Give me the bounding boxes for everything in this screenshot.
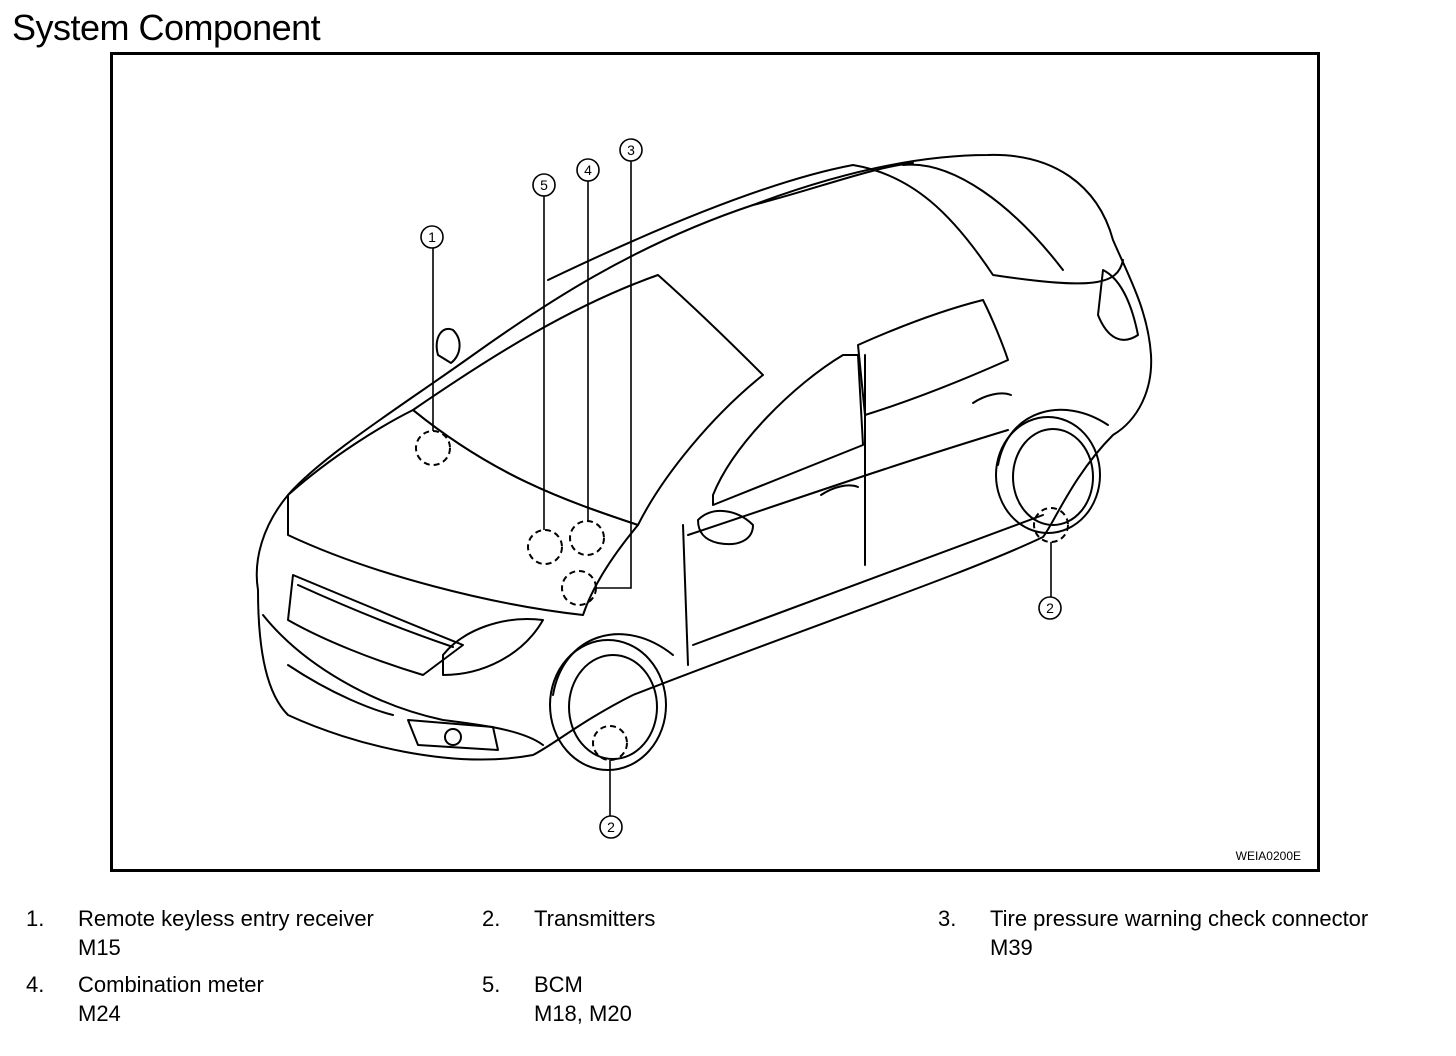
fog-lamp <box>407 719 499 751</box>
front-wheel <box>549 639 667 771</box>
leader-line-3 <box>596 161 632 589</box>
legend-connector: M18, M20 <box>534 1001 632 1026</box>
location-marker-4 <box>569 520 605 556</box>
callout-bubble-4 <box>576 158 600 182</box>
car-roof <box>547 164 1124 285</box>
callout-label-4: 4 <box>584 162 592 178</box>
figure-code: WEIA0200E <box>1235 849 1301 863</box>
callout-label-2-front: 2 <box>607 819 615 835</box>
legend-number: 5. <box>482 972 501 997</box>
door-handle-front <box>820 484 859 496</box>
callout-label-5: 5 <box>540 177 548 193</box>
location-marker-3 <box>561 570 597 606</box>
legend-connector: M15 <box>78 935 121 960</box>
legend-connector: M24 <box>78 1001 121 1026</box>
legend-number: 4. <box>26 972 45 997</box>
legend-name: Remote keyless entry receiver <box>78 906 374 931</box>
door-handle-rear <box>972 392 1012 404</box>
side-mirror-left <box>435 327 461 364</box>
legend-number: 2. <box>482 906 501 931</box>
callout-label-3: 3 <box>627 142 635 158</box>
hood <box>287 409 639 616</box>
legend-number: 3. <box>938 906 957 931</box>
rear-wheel <box>995 416 1101 534</box>
legend-connector: M39 <box>990 935 1033 960</box>
legend-name: BCM <box>534 972 583 997</box>
callout-label-2-rear: 2 <box>1046 600 1054 616</box>
grille <box>287 574 464 676</box>
location-marker-2-front <box>592 725 628 761</box>
trunk <box>1097 269 1139 341</box>
legend-name: Transmitters <box>534 906 656 931</box>
callout-bubble-2-rear <box>1038 596 1062 620</box>
legend-name: Tire pressure warning check connector <box>990 906 1369 931</box>
page-title: System Component <box>12 7 321 48</box>
callout-bubble-3 <box>619 138 643 162</box>
side-window-rear <box>857 299 1009 416</box>
legend-number: 1. <box>26 906 45 931</box>
legend-name: Combination meter <box>78 972 264 997</box>
car-component-diagram: 1 5 4 3 2 2 <box>255 138 1153 839</box>
front-bumper <box>262 614 544 746</box>
callout-bubble-2-front <box>599 815 623 839</box>
location-marker-2-rear <box>1033 507 1069 543</box>
callout-bubble-5 <box>532 173 556 197</box>
callout-bubble-1 <box>420 225 444 249</box>
headlight <box>442 618 544 676</box>
side-mirror-right <box>697 509 754 545</box>
car-body-outline <box>255 153 1153 761</box>
side-window-front <box>712 354 864 506</box>
figure-frame: 1 5 4 3 2 2 WEIA0200E <box>110 52 1320 872</box>
callout-label-1: 1 <box>428 229 436 245</box>
location-marker-1 <box>415 430 451 466</box>
location-marker-5 <box>527 529 563 565</box>
